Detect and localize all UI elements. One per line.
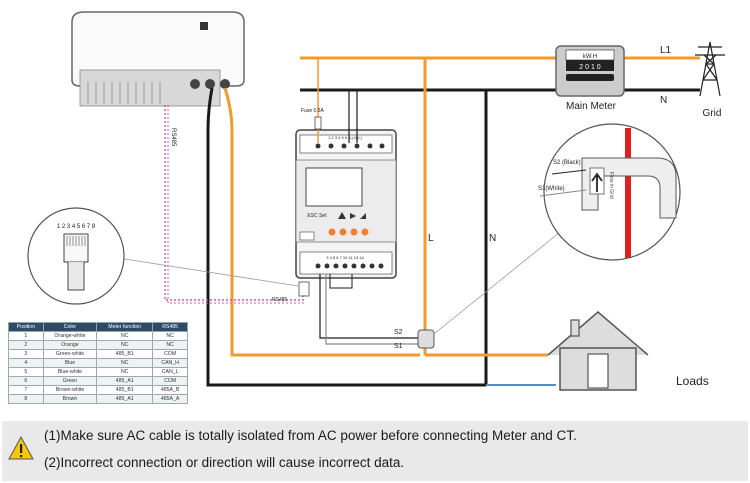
table-cell: 485_A1 — [96, 376, 154, 386]
table-cell: 7 — [8, 385, 44, 395]
rj45-zoom — [27, 207, 125, 305]
meter-unit-label: kW.H — [583, 54, 597, 60]
table-cell: 485A_A — [152, 394, 188, 404]
main-meter-label: Main Meter — [566, 101, 617, 112]
table-cell: Orange-white — [42, 331, 98, 341]
table-cell: NC — [96, 340, 154, 350]
ct-zoom: Flow in Grid — [539, 123, 681, 261]
loads-label: Loads — [676, 374, 709, 388]
main-meter: kW.H 2 0 1 0 — [555, 45, 625, 97]
meter-set-label: ESC Set — [307, 213, 327, 219]
fuse-label: Fuse 0.5A — [301, 108, 324, 114]
table-cell: NC — [96, 367, 154, 377]
fuse-icon — [314, 116, 322, 130]
l1-label: L1 — [660, 45, 672, 56]
table-cell: 2 — [8, 340, 44, 350]
table-cell: Orange — [42, 340, 98, 350]
notes-panel — [2, 421, 748, 481]
meter-rs485-wire — [329, 274, 353, 289]
ct-wire-s1 — [325, 274, 420, 345]
table-cell: CAN_L — [152, 367, 188, 377]
rs485-cable-2 — [167, 105, 306, 304]
table-cell: 1 — [8, 331, 44, 341]
rs485-cable-label: RS485 — [170, 128, 176, 147]
grid-label: Grid — [703, 108, 722, 119]
meter-top-terminals: 1 2 3 4 5 6 (L) N(L) — [328, 135, 362, 140]
table-cell: Green-white — [42, 349, 98, 359]
table-cell: 485A_B — [152, 385, 188, 395]
ct-wire-s2 — [319, 274, 420, 339]
table-cell: Blue — [42, 358, 98, 368]
ct-s2-label: S2 (Black) — [553, 160, 581, 166]
n-label: N — [660, 95, 667, 106]
rj45-pin-numbers: 1 2 3 4 5 6 7 8 — [57, 224, 96, 230]
note-line-2: (2)Incorrect connection or direction wil… — [44, 455, 405, 470]
l-wire-label: L — [428, 233, 434, 244]
inverter-neutral-cable — [206, 87, 486, 387]
rs485-cable — [164, 105, 304, 301]
table-cell: CAN_H — [152, 358, 188, 368]
ct-clamp-small — [417, 329, 435, 349]
meter-bottom-terminals: 3 4 5 6 7 10 11 13 14 — [326, 255, 364, 260]
inverter — [71, 11, 245, 107]
grid-tower-icon — [695, 41, 725, 97]
table-cell: 485_B1 — [96, 349, 154, 359]
house-icon — [547, 311, 649, 391]
table-header: RS485 — [152, 322, 188, 332]
n-wire-label: N — [489, 233, 496, 244]
table-cell: 485_B1 — [96, 385, 154, 395]
table-cell: NC — [152, 331, 188, 341]
ct-callout-line — [433, 231, 561, 335]
table-header: Color — [42, 322, 98, 332]
table-header: Position — [8, 322, 44, 332]
table-cell: 6 — [8, 376, 44, 386]
table-cell: NC — [96, 358, 154, 368]
table-header: Meter function — [96, 322, 154, 332]
rs485-tag: RS485 — [272, 297, 288, 303]
rj45-callout-line — [117, 257, 299, 287]
meter-n-feed — [348, 90, 358, 143]
ct-arrow-label: Flow in Grid — [608, 172, 614, 199]
table-cell: Green — [42, 376, 98, 386]
table-cell: 5 — [8, 367, 44, 377]
s2-label: S2 — [394, 329, 403, 336]
table-cell: COM — [152, 349, 188, 359]
s1-label: S1 — [394, 343, 403, 350]
table-cell: Brown — [42, 394, 98, 404]
rs485-plug — [298, 281, 310, 297]
table-cell: NC — [152, 340, 188, 350]
table-cell: NC — [96, 331, 154, 341]
table-cell: Brown-white — [42, 385, 98, 395]
inverter-live-cable — [223, 87, 420, 357]
warning-icon — [8, 436, 34, 460]
table-cell: 485_A1 — [96, 394, 154, 404]
table-cell: COM — [152, 376, 188, 386]
note-line-1: (1)Make sure AC cable is totally isolate… — [44, 428, 577, 443]
table-cell: 8 — [8, 394, 44, 404]
table-cell: 3 — [8, 349, 44, 359]
smart-meter: 1 2 3 4 5 6 (L) N(L) ESC Set 3 4 5 6 7 1… — [295, 129, 397, 279]
table-cell: Blue-white — [42, 367, 98, 377]
table-cell: 4 — [8, 358, 44, 368]
ct-s1-label: S1(White) — [538, 186, 565, 192]
meter-digits: 2 0 1 0 — [579, 64, 601, 71]
